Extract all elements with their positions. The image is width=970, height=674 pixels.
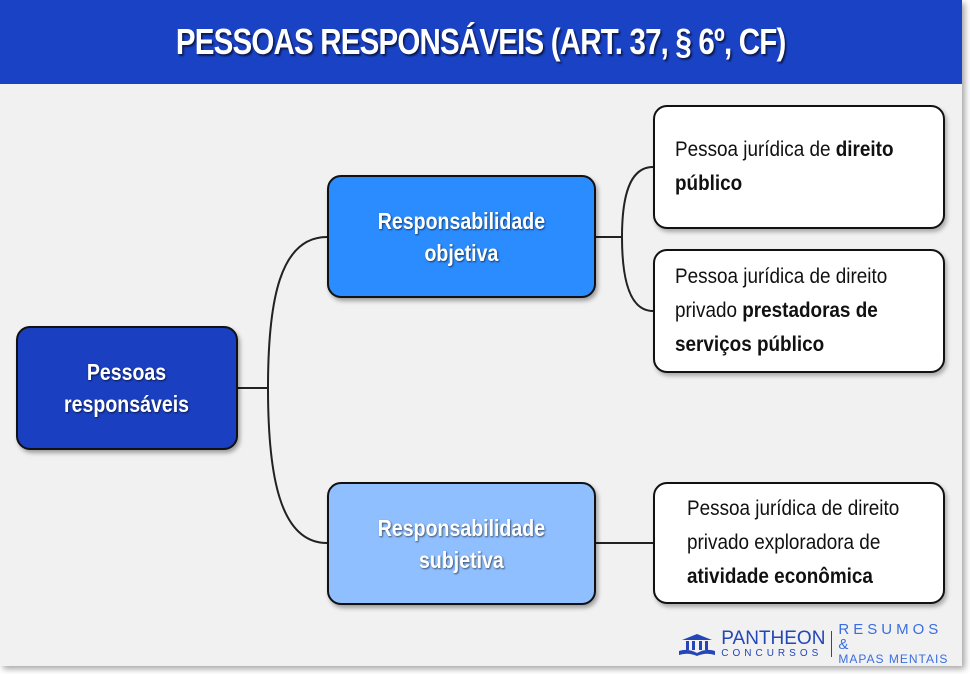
logo-tagline-1: RESUMOS & xyxy=(838,621,943,653)
logo-sub: CONCURSOS xyxy=(721,647,823,659)
page-title: PESSOAS RESPONSÁVEIS (ART. 37, § 6º, CF) xyxy=(176,21,786,62)
node-label: objetiva xyxy=(424,239,499,266)
leaf-text-bold: direito xyxy=(835,138,894,161)
logo-divider xyxy=(831,631,833,657)
temple-book-icon xyxy=(679,634,715,656)
node-responsabilidade-subjetiva: Responsabilidade subjetiva xyxy=(327,482,596,605)
node-label: subjetiva xyxy=(419,546,504,573)
leaf-direito-privado-prestadoras: Pessoa jurídica de direito privado prest… xyxy=(653,249,945,373)
leaf-text-bold: prestadoras de xyxy=(742,299,878,322)
logo-tagline-2: MAPAS MENTAIS xyxy=(838,652,949,666)
leaf-text-bold: atividade econômica xyxy=(687,565,873,588)
node-label: Responsabilidade xyxy=(377,514,546,541)
leaf-text-bold: serviços público xyxy=(675,333,825,356)
leaf-direito-publico: Pessoa jurídica de direito público xyxy=(653,105,945,229)
leaf-text: Pessoa jurídica de direito xyxy=(687,497,900,520)
logo-brand: PANTHEON xyxy=(721,627,826,649)
connector-to-objetiva xyxy=(267,236,328,389)
diagram-canvas: PESSOAS RESPONSÁVEIS (ART. 37, § 6º, CF)… xyxy=(0,0,962,666)
leaf-text: privado exploradora de xyxy=(687,531,881,554)
node-responsabilidade-objetiva: Responsabilidade objetiva xyxy=(327,175,596,298)
connector-to-leaf2 xyxy=(621,236,654,312)
connector-to-subjetiva xyxy=(267,387,328,544)
header-bar: PESSOAS RESPONSÁVEIS (ART. 37, § 6º, CF) xyxy=(0,0,962,84)
connector-to-leaf1 xyxy=(621,166,654,238)
node-label: responsáveis xyxy=(64,391,190,417)
leaf-text: Pessoa jurídica de xyxy=(675,138,836,161)
node-pessoas-responsaveis: Pessoas responsáveis xyxy=(16,326,238,450)
leaf-text: privado xyxy=(675,299,743,322)
leaf-direito-privado-exploradora: Pessoa jurídica de direito privado explo… xyxy=(653,482,945,604)
leaf-text: Pessoa jurídica de direito xyxy=(675,265,888,288)
node-label: Pessoas xyxy=(87,359,167,385)
node-label: Responsabilidade xyxy=(377,207,546,234)
connectors xyxy=(238,166,654,544)
leaf-text-bold: público xyxy=(675,172,743,195)
